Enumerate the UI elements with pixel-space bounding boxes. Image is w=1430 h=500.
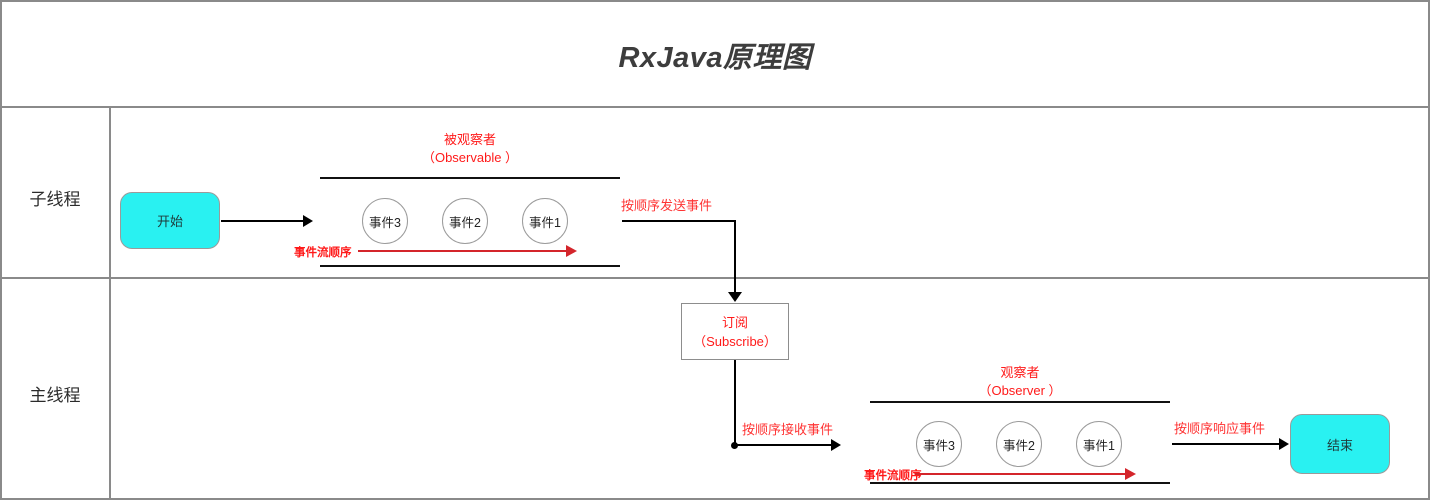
observable-event-3[interactable]: 事件3 <box>362 198 408 244</box>
respond-events-arrowhead <box>1279 438 1289 450</box>
send-events-arrowhead <box>728 292 742 302</box>
observable-caption-en: （Observable ） <box>421 150 519 165</box>
observer-top-rule <box>870 401 1170 403</box>
observer-flow-arrowhead <box>1125 468 1136 480</box>
observer-event-1[interactable]: 事件1 <box>1076 421 1122 467</box>
observer-event-2-label: 事件2 <box>1003 438 1035 453</box>
subscribe-node-label-en: （Subscribe） <box>693 333 777 349</box>
receive-events-h-line <box>734 444 834 446</box>
observer-bottom-rule <box>870 482 1170 484</box>
observable-event-2[interactable]: 事件2 <box>442 198 488 244</box>
frame-right-border <box>1428 0 1430 500</box>
observable-event-1[interactable]: 事件1 <box>522 198 568 244</box>
frame-top-border <box>0 0 1430 2</box>
observable-flow-line <box>358 250 569 252</box>
frame-title-divider <box>0 106 1430 108</box>
subscribe-node-label-cn: 订阅 <box>721 314 748 330</box>
observer-event-3-label: 事件3 <box>923 438 955 453</box>
frame-left-border <box>0 0 2 500</box>
subscribe-node[interactable]: 订阅 （Subscribe） <box>681 303 789 360</box>
receive-events-v-line <box>734 360 736 446</box>
observer-event-2[interactable]: 事件2 <box>996 421 1042 467</box>
respond-events-label: 按顺序响应事件 <box>1174 421 1266 436</box>
send-events-h-line <box>622 220 736 222</box>
send-events-v-line <box>734 220 736 299</box>
page-title: RxJava原理图 <box>618 41 812 74</box>
start-to-observable-arrowhead <box>303 215 313 227</box>
frame-lane-divider <box>0 277 1430 279</box>
frame-bottom-border <box>0 498 1430 500</box>
observable-event-2-label: 事件2 <box>449 215 481 230</box>
respond-events-line <box>1172 443 1282 445</box>
observable-caption: 被观察者 （Observable ） <box>320 131 620 167</box>
observable-flow-label: 事件流顺序 <box>294 247 352 259</box>
start-node-label: 开始 <box>156 214 183 229</box>
observer-event-3[interactable]: 事件3 <box>916 421 962 467</box>
lane-label-main-thread: 主线程 <box>29 386 81 405</box>
observer-caption-en: （Observer ） <box>978 383 1062 398</box>
observable-bottom-rule <box>320 265 620 267</box>
receive-events-label: 按顺序接收事件 <box>742 422 834 437</box>
observer-flow-line <box>915 473 1128 475</box>
observable-event-3-label: 事件3 <box>369 215 401 230</box>
title-row: RxJava原理图 <box>0 2 1430 107</box>
lane-label-sub-thread: 子线程 <box>29 190 81 209</box>
start-to-observable-line <box>221 220 305 222</box>
end-node[interactable]: 结束 <box>1290 414 1390 474</box>
observer-event-1-label: 事件1 <box>1083 438 1115 453</box>
observer-caption: 观察者 （Observer ） <box>870 364 1170 400</box>
observer-caption-cn: 观察者 <box>1000 365 1040 380</box>
observable-caption-cn: 被观察者 <box>443 132 496 147</box>
observable-top-rule <box>320 177 620 179</box>
end-node-label: 结束 <box>1326 437 1353 453</box>
observable-flow-arrowhead <box>566 245 577 257</box>
start-node[interactable]: 开始 <box>120 192 220 249</box>
frame-lane-column-divider <box>109 106 111 500</box>
observer-flow-label: 事件流顺序 <box>864 470 922 482</box>
receive-events-arrowhead <box>831 439 841 451</box>
send-events-label: 按顺序发送事件 <box>621 198 713 213</box>
observable-event-1-label: 事件1 <box>529 215 561 230</box>
